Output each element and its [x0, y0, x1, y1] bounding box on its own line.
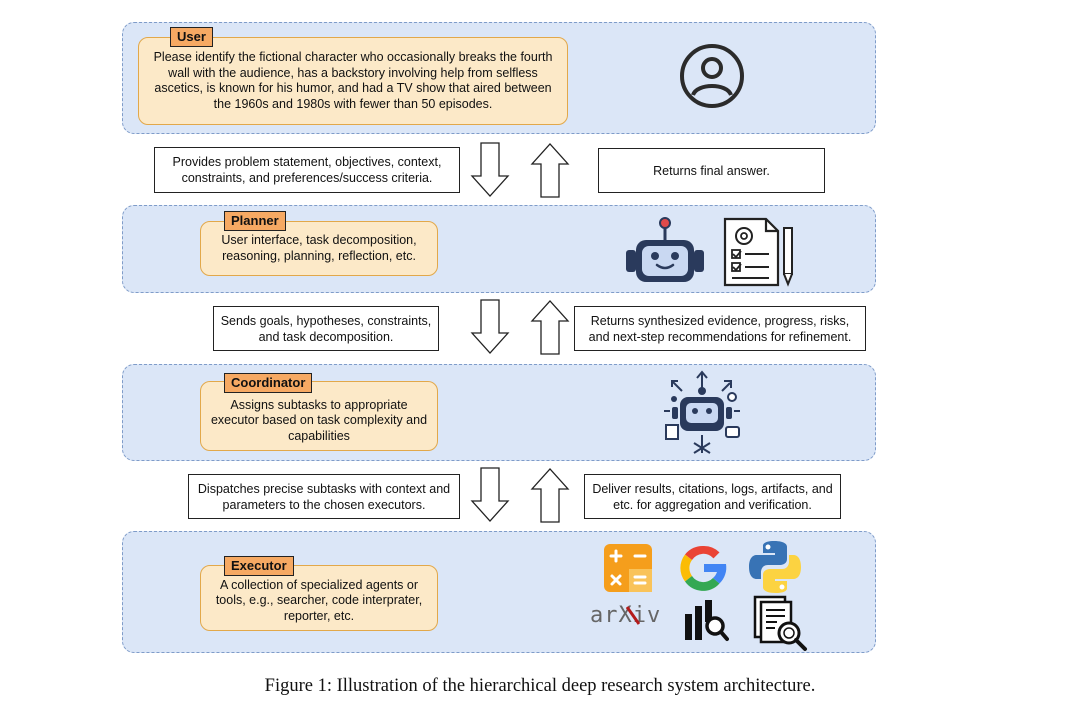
python-icon — [746, 538, 804, 596]
planner-tag: Planner — [224, 211, 286, 231]
provides-problem-statement-box: Provides problem statement, objectives, … — [154, 147, 460, 193]
user-circle-icon — [679, 43, 745, 109]
robot-icon — [622, 216, 708, 284]
user-text: Please identify the fictional character … — [153, 50, 553, 111]
down-arrow — [470, 467, 510, 523]
figure-caption: Figure 1: Illustration of the hierarchic… — [264, 676, 816, 696]
coordinator-tag: Coordinator — [224, 373, 313, 393]
executor-tag: Executor — [224, 556, 294, 576]
google-icon — [676, 540, 732, 596]
up-arrow — [530, 299, 570, 355]
down-arrow — [470, 299, 510, 355]
checklist-icon — [722, 216, 802, 288]
user-description: Please identify the fictional character … — [138, 37, 568, 125]
robot-network-icon — [660, 369, 744, 455]
sends-goals-box: Sends goals, hypotheses, constraints, an… — [213, 306, 439, 351]
executor-description: A collection of specialized agents or to… — [200, 565, 438, 631]
returns-synthesized-evidence-box: Returns synthesized evidence, progress, … — [574, 306, 866, 351]
deliver-results-box: Deliver results, citations, logs, artifa… — [584, 474, 841, 519]
down-arrow — [470, 142, 510, 198]
user-tag: User — [170, 27, 213, 47]
returns-final-answer-box: Returns final answer. — [598, 148, 825, 193]
dispatches-subtasks-box: Dispatches precise subtasks with context… — [188, 474, 460, 519]
calculator-icon — [603, 543, 653, 593]
arxiv-icon: arXiv — [590, 603, 662, 628]
chart-search-icon — [683, 598, 729, 642]
document-search-icon — [753, 595, 809, 653]
up-arrow — [530, 467, 570, 523]
up-arrow — [530, 142, 570, 198]
